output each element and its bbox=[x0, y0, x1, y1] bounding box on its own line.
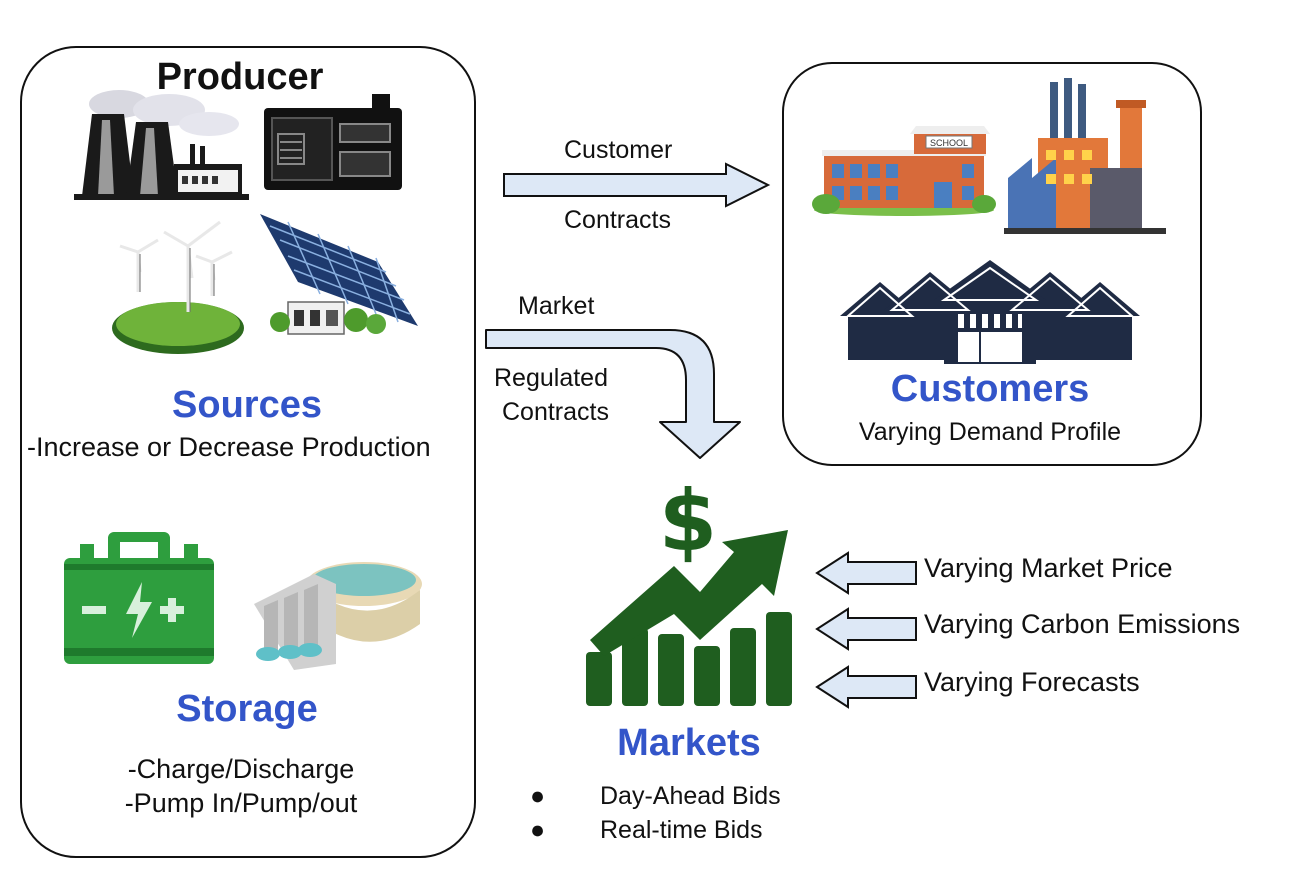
school-icon: SCHOOL bbox=[812, 126, 996, 216]
regulated-label-line2: Contracts bbox=[502, 398, 609, 426]
markets-bullet-2: Real-time Bids bbox=[600, 816, 763, 844]
battery-icon bbox=[64, 532, 214, 664]
market-growth-icon: $ bbox=[586, 472, 792, 706]
school-sign: SCHOOL bbox=[930, 138, 968, 148]
customer-contracts-label-top: Customer bbox=[564, 136, 673, 164]
producer-title: Producer bbox=[156, 56, 324, 98]
houses-icon bbox=[840, 260, 1140, 364]
forecasts-arrow bbox=[815, 665, 917, 709]
bullet-dot: ● bbox=[530, 816, 546, 844]
input-market-price: Varying Market Price bbox=[924, 553, 1173, 583]
power-plant-icon bbox=[74, 90, 249, 200]
markets-heading: Markets bbox=[617, 722, 761, 764]
storage-heading: Storage bbox=[176, 688, 318, 730]
carbon-emissions-arrow bbox=[815, 607, 917, 651]
dam-icon bbox=[254, 562, 422, 670]
storage-note-2: -Pump In/Pump/out bbox=[124, 788, 358, 818]
input-forecasts: Varying Forecasts bbox=[924, 667, 1140, 697]
regulated-label-line1: Regulated bbox=[494, 364, 608, 392]
sources-heading: Sources bbox=[172, 384, 322, 426]
wind-turbine-icon bbox=[112, 220, 244, 354]
market-price-arrow bbox=[815, 551, 917, 595]
solar-panel-icon bbox=[260, 214, 418, 335]
customer-contracts-label-bottom: Contracts bbox=[564, 206, 671, 234]
customer-contracts-arrow bbox=[503, 162, 771, 208]
markets-bullet-1: Day-Ahead Bids bbox=[600, 782, 781, 810]
customers-note: Varying Demand Profile bbox=[858, 418, 1122, 446]
storage-note-1: -Charge/Discharge bbox=[127, 754, 355, 784]
sources-note: -Increase or Decrease Production bbox=[27, 432, 431, 462]
customers-heading: Customers bbox=[890, 368, 1090, 410]
market-label: Market bbox=[518, 292, 595, 320]
market-contracts-arrow bbox=[485, 329, 741, 459]
generator-icon bbox=[264, 94, 402, 190]
factory-icon bbox=[1004, 78, 1166, 234]
dollar-sign: $ bbox=[659, 472, 717, 570]
input-carbon-emissions: Varying Carbon Emissions bbox=[924, 609, 1241, 639]
bullet-dot: ● bbox=[530, 782, 546, 810]
